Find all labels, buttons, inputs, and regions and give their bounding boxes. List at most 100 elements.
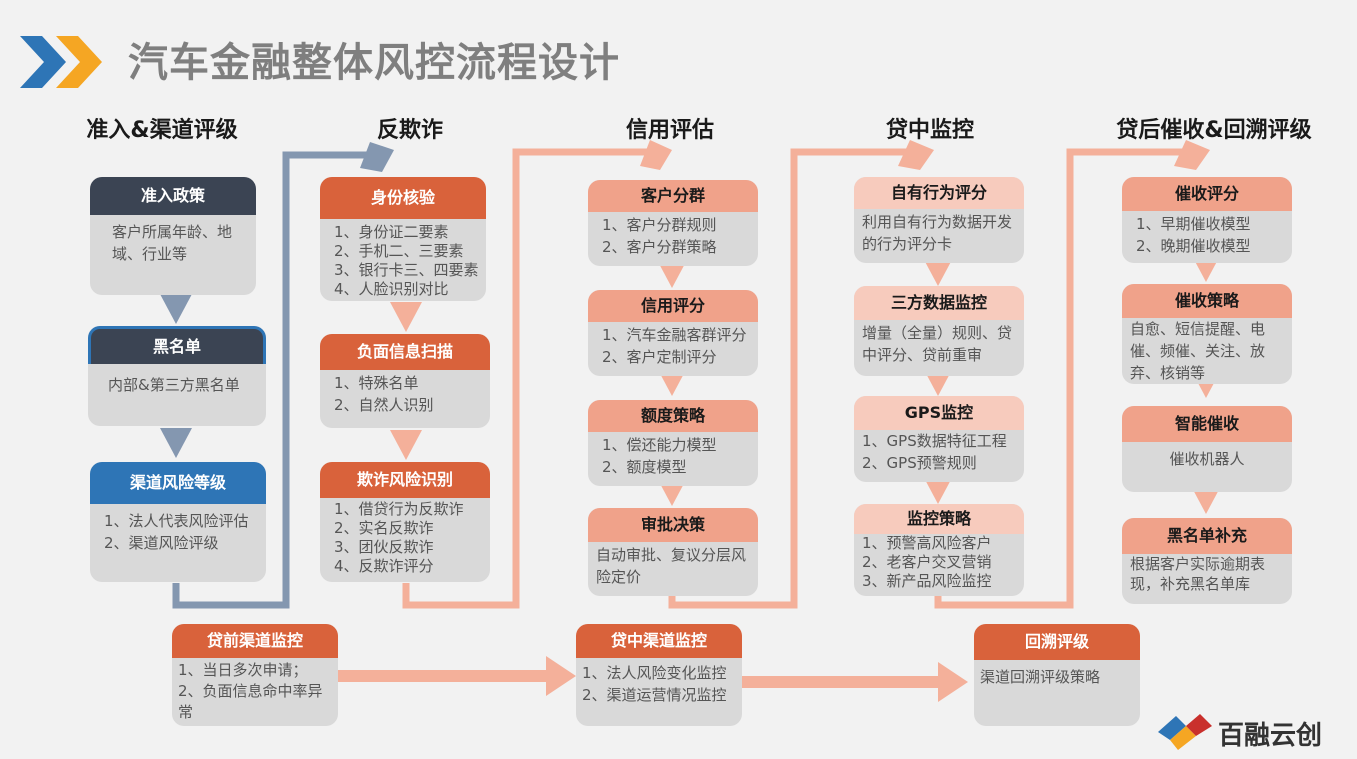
col2-to-col3-connector	[402, 148, 650, 609]
card-title: GPS监控	[854, 396, 1024, 430]
card-line: 2、自然人识别	[334, 396, 434, 414]
brand-logo-icon	[1158, 714, 1212, 750]
col5-entry-arrow	[1174, 140, 1210, 170]
card-line: 3、团伙反欺诈	[334, 538, 434, 556]
page-title: 汽车金融整体风控流程设计	[128, 40, 620, 86]
card-title: 智能催收	[1122, 406, 1292, 442]
card-line: 1、GPS数据特征工程	[862, 432, 1007, 450]
card-line: 2、渠道风险评级	[104, 534, 219, 552]
card-line: 4、反欺诈评分	[334, 557, 434, 575]
card-line: 3、新产品风险监控	[862, 572, 992, 590]
card-credit-limit-strategy: 额度策略 1、偿还能力模型 2、额度模型	[588, 400, 758, 486]
card-collection-strategy: 催收策略 自愈、短信提醒、电催、频催、关注、放弃、核销等	[1122, 284, 1292, 384]
card-title: 回溯评级	[974, 624, 1140, 660]
card-line: 2、客户分群策略	[602, 238, 717, 256]
card-line: 2、老客户交叉营销	[862, 553, 992, 571]
card-line: 1、身份证二要素	[334, 223, 449, 241]
card-title: 客户分群	[588, 180, 758, 212]
card-identity-verification: 身份核验 1、身份证二要素 2、手机二、三要素 3、银行卡三、四要素 4、人脸识…	[320, 177, 486, 301]
card-smart-collection: 智能催收 催收机器人	[1122, 406, 1292, 492]
card-line: 3、银行卡三、四要素	[334, 261, 479, 279]
card-third-party-data-monitoring: 三方数据监控 增量（全量）规则、贷中评分、贷前重审	[854, 286, 1024, 376]
card-negative-info-scan: 负面信息扫描 1、特殊名单 2、自然人识别	[320, 334, 490, 428]
card-own-behavior-score: 自有行为评分 利用自有行为数据开发的行为评分卡	[854, 177, 1024, 263]
card-line: 1、汽车金融客群评分	[602, 326, 747, 344]
col2-entry-arrow	[360, 142, 394, 172]
card-credit-scoring: 信用评分 1、汽车金融客群评分 2、客户定制评分	[588, 290, 758, 376]
col1-arrow-2	[160, 428, 192, 458]
card-title: 欺诈风险识别	[320, 462, 490, 498]
bottom-arrow-1	[546, 656, 576, 696]
card-title: 准入政策	[90, 177, 256, 215]
card-retrospective-rating: 回溯评级 渠道回溯评级策略	[974, 624, 1140, 726]
card-customer-segmentation: 客户分群 1、客户分群规则 2、客户分群策略	[588, 180, 758, 266]
card-line: 1、法人风险变化监控	[582, 664, 727, 682]
col4-to-col5-connector	[934, 148, 1186, 609]
card-gps-monitoring: GPS监控 1、GPS数据特征工程 2、GPS预警规则	[854, 396, 1024, 482]
card-title: 三方数据监控	[854, 286, 1024, 320]
card-line: 利用自有行为数据开发的行为评分卡	[862, 213, 1013, 253]
col1-to-col2-connector	[172, 151, 370, 609]
card-line: 1、法人代表风险评估	[104, 512, 249, 530]
card-line: 2、手机二、三要素	[334, 242, 464, 260]
card-line: 内部&第三方黑名单	[108, 376, 240, 394]
card-line: 2、渠道运营情况监控	[582, 686, 727, 704]
col2-arrow-1	[390, 302, 422, 332]
col4-arrow-1	[922, 256, 954, 286]
card-monitoring-strategy: 监控策略 1、预警高风险客户 2、老客户交叉营销 3、新产品风险监控	[854, 504, 1024, 596]
card-line: 2、额度模型	[602, 458, 687, 476]
card-line: 2、客户定制评分	[602, 348, 717, 366]
card-title: 黑名单	[88, 326, 266, 364]
card-line: 1、当日多次申请；	[178, 661, 308, 679]
card-blacklist-supplement: 黑名单补充 根据客户实际逾期表现，补充黑名单库	[1122, 518, 1292, 604]
card-line: 1、偿还能力模型	[602, 436, 717, 454]
column-heading-antifraud: 反欺诈	[376, 118, 443, 143]
card-title: 审批决策	[588, 508, 758, 542]
column-heading-collection: 贷后催收&回溯评级	[1116, 118, 1312, 143]
card-line: 4、人脸识别对比	[334, 280, 449, 298]
card-title: 监控策略	[854, 504, 1024, 534]
card-title: 贷前渠道监控	[172, 624, 338, 658]
card-line: 1、借贷行为反欺诈	[334, 500, 464, 518]
card-channel-risk-level: 渠道风险等级 1、法人代表风险评估 2、渠道风险评级	[90, 462, 266, 582]
col3-to-col4-connector	[668, 148, 910, 609]
card-line: 增量（全量）规则、贷中评分、贷前重审	[862, 324, 1013, 364]
card-line: 1、特殊名单	[334, 374, 419, 392]
brand-name: 百融云创	[1218, 721, 1323, 751]
column-heading-credit: 信用评估	[625, 118, 714, 143]
card-title: 催收策略	[1122, 284, 1292, 318]
card-line: 自动审批、复议分层风险定价	[596, 546, 747, 586]
card-title: 催收评分	[1122, 177, 1292, 211]
card-title: 身份核验	[320, 177, 486, 219]
card-line: 渠道回溯评级策略	[980, 668, 1101, 686]
card-collection-score: 催收评分 1、早期催收模型 2、晚期催收模型	[1122, 177, 1292, 263]
card-access-policy: 准入政策 客户所属年龄、地域、行业等	[90, 177, 256, 295]
card-line: 自愈、短信提醒、电催、频催、关注、放弃、核销等	[1130, 320, 1266, 382]
card-line: 根据客户实际逾期表现，补充黑名单库	[1130, 555, 1266, 593]
card-fraud-risk-identification: 欺诈风险识别 1、借贷行为反欺诈 2、实名反欺诈 3、团伙反欺诈 4、反欺诈评分	[320, 462, 490, 582]
card-approval-decision: 审批决策 自动审批、复议分层风险定价	[588, 508, 758, 596]
col3-entry-arrow	[640, 140, 672, 170]
bottom-arrow-2	[938, 662, 968, 702]
card-title: 黑名单补充	[1122, 518, 1292, 554]
card-line: 2、晚期催收模型	[1136, 237, 1251, 255]
card-line: 1、预警高风险客户	[862, 534, 992, 552]
card-line: 催收机器人	[1169, 450, 1245, 468]
column-heading-monitoring: 贷中监控	[885, 118, 974, 143]
card-title: 额度策略	[588, 400, 758, 432]
col2-arrow-2	[390, 430, 422, 460]
card-title: 负面信息扫描	[320, 334, 490, 370]
card-title: 自有行为评分	[854, 177, 1024, 209]
card-title: 渠道风险等级	[90, 462, 266, 504]
col1-arrow-1	[160, 294, 192, 324]
card-line: 1、客户分群规则	[602, 216, 717, 234]
card-pre-loan-channel-monitoring: 贷前渠道监控 1、当日多次申请； 2、负面信息命中率异常	[172, 624, 338, 726]
column-heading-access: 准入&渠道评级	[86, 118, 238, 143]
card-line: 2、负面信息命中率异常	[178, 682, 323, 721]
col4-entry-arrow	[898, 140, 934, 170]
card-in-loan-channel-monitoring: 贷中渠道监控 1、法人风险变化监控 2、渠道运营情况监控	[576, 624, 742, 726]
card-title: 贷中渠道监控	[576, 624, 742, 658]
card-line: 1、早期催收模型	[1136, 215, 1251, 233]
chevron-orange-icon	[56, 36, 102, 88]
card-line: 2、GPS预警规则	[862, 454, 977, 472]
